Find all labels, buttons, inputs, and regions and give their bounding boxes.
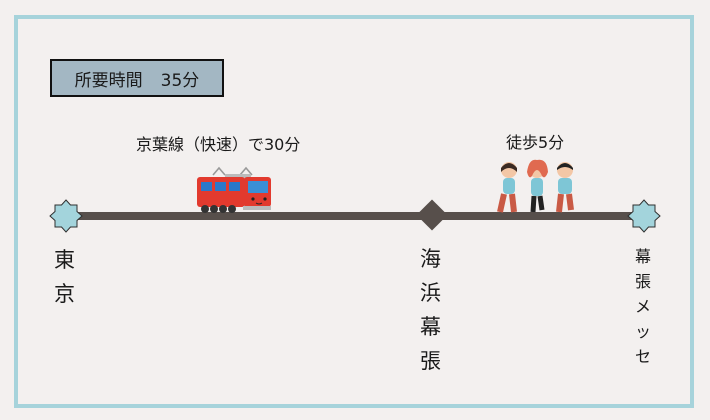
total-time-box: 所要時間 35分 [50, 59, 224, 97]
walk-segment-label: 徒歩5分 [506, 133, 565, 152]
makuhari-messe-station-star-icon [627, 199, 661, 233]
total-time-label: 所要時間 [74, 70, 143, 91]
route-line [64, 212, 646, 220]
train-icon [197, 166, 271, 213]
diagram-frame [14, 15, 694, 408]
walking-people-icon [497, 159, 574, 213]
station-label-kaihin-makuhari: 海 浜 幕 張 [420, 247, 441, 373]
station-label-tokyo: 東 京 [54, 248, 75, 306]
station-label-makuhari-messe: 幕 張 メ ッ セ [635, 247, 652, 366]
tokyo-station-star-icon [49, 199, 83, 233]
total-time-value: 35分 [160, 70, 200, 91]
train-segment-label: 京葉線（快速）で30分 [136, 135, 301, 154]
